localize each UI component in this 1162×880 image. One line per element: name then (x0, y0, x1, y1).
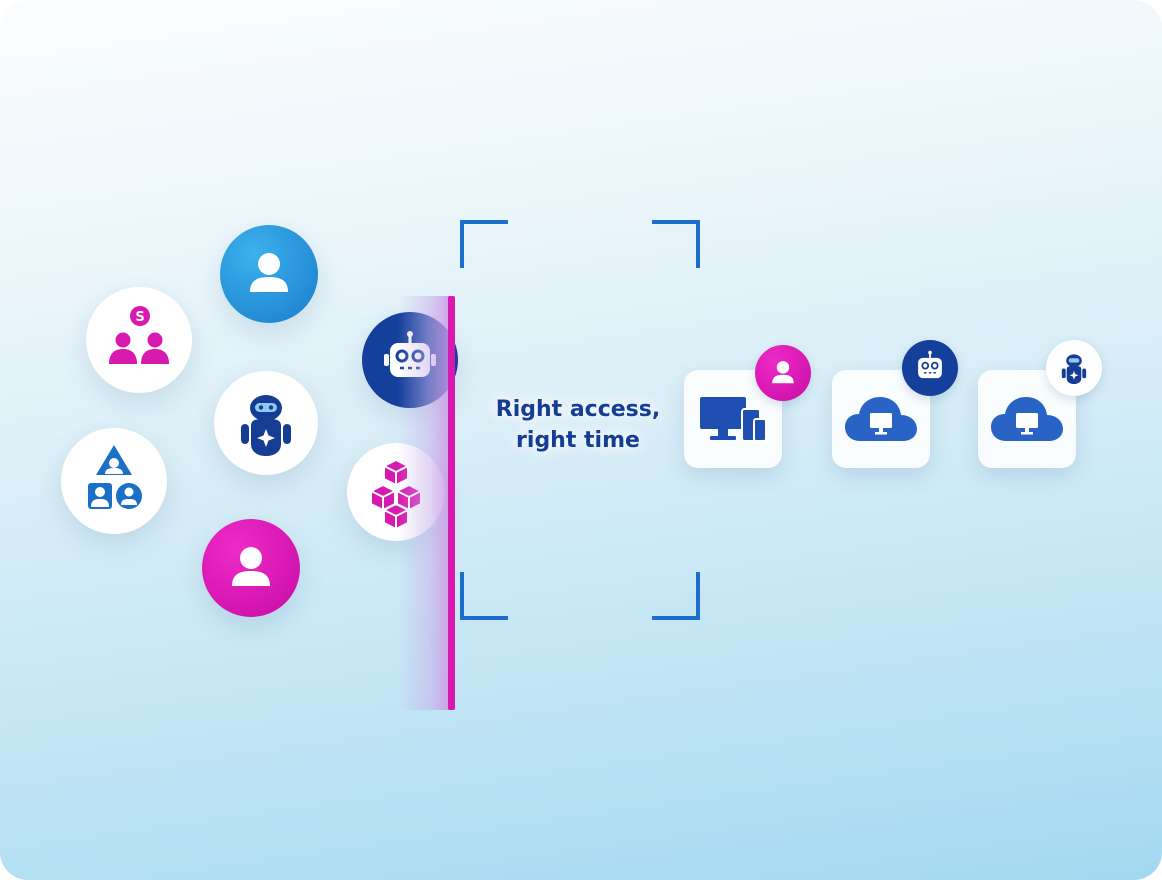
gate-glow (398, 296, 450, 710)
user-icon (232, 547, 270, 586)
headline-line-2: right time (516, 428, 640, 453)
user-icon (250, 253, 288, 292)
badge-ai-agent (1046, 340, 1102, 396)
focus-bracket-bottom-left (460, 572, 508, 620)
devices-icon (700, 397, 767, 442)
headline-text: Right access, right time (478, 394, 678, 456)
badge-robot (902, 340, 958, 396)
robot-icon (918, 350, 942, 379)
cloud-monitor-icon (991, 397, 1063, 441)
badge-user (755, 345, 811, 401)
user-icon (772, 361, 794, 384)
ai-agent-icon (1061, 354, 1087, 385)
identity-org-hierarchy (61, 428, 167, 534)
identity-user-pink (202, 519, 300, 617)
identity-ai-agent (214, 371, 318, 475)
access-gate-line (448, 296, 455, 710)
org-hierarchy-icon (88, 445, 142, 509)
group-badge-letter: S (135, 310, 144, 325)
focus-bracket-top-right (652, 220, 700, 268)
focus-bracket-top-left (460, 220, 508, 268)
focus-bracket-bottom-right (652, 572, 700, 620)
headline-line-1: Right access, (495, 397, 661, 422)
group-icon: S (109, 306, 169, 364)
ai-agent-icon (241, 395, 291, 456)
identity-group: S (86, 287, 192, 393)
identity-user-blue (220, 225, 318, 323)
cloud-monitor-icon (845, 397, 917, 441)
